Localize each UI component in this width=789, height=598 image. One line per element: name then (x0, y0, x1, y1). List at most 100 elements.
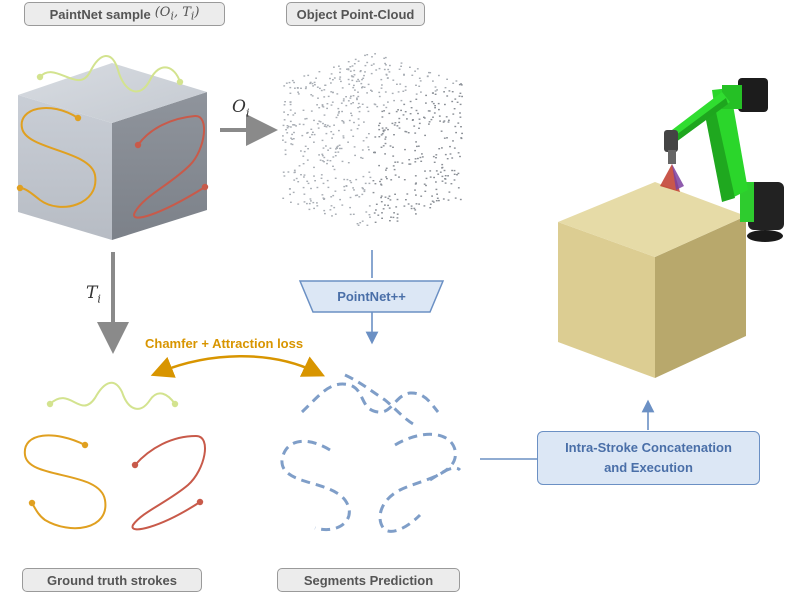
point (282, 124, 285, 127)
gray-cube (16, 55, 209, 240)
point (378, 164, 380, 167)
point (300, 174, 302, 176)
point (448, 191, 451, 193)
point (350, 114, 353, 117)
point (317, 97, 319, 99)
point (417, 145, 420, 147)
point (355, 80, 358, 83)
point (371, 56, 373, 58)
point (316, 202, 318, 204)
point (451, 157, 454, 159)
point (326, 124, 329, 127)
point (305, 86, 307, 88)
point (349, 97, 352, 99)
point (362, 140, 365, 142)
point (347, 68, 350, 70)
point (375, 203, 378, 205)
point (418, 77, 421, 79)
point (304, 145, 307, 147)
point (393, 212, 395, 214)
point (364, 54, 366, 57)
point (367, 110, 370, 113)
tuple-sub2: i (190, 9, 195, 23)
point (457, 152, 460, 154)
point (323, 89, 326, 91)
point (421, 153, 423, 155)
point (441, 167, 443, 169)
point (338, 129, 340, 132)
point (390, 179, 393, 181)
point (403, 103, 406, 106)
point (387, 101, 389, 103)
point (433, 161, 436, 163)
point (378, 67, 381, 70)
point (326, 159, 329, 162)
point (323, 198, 326, 200)
point (320, 89, 323, 92)
point (429, 170, 432, 172)
point (298, 165, 301, 167)
point (418, 127, 420, 129)
point (319, 121, 322, 123)
point (329, 160, 332, 162)
point (316, 205, 319, 207)
point (361, 193, 364, 196)
point (453, 169, 456, 172)
point (381, 84, 383, 86)
point (284, 101, 286, 103)
point (348, 83, 351, 85)
point (330, 91, 333, 93)
point (382, 145, 385, 147)
point (286, 132, 289, 134)
point (372, 63, 375, 65)
point (380, 178, 383, 181)
point (358, 196, 361, 198)
point (362, 175, 365, 178)
point (331, 215, 333, 217)
point (324, 124, 327, 126)
point (352, 187, 354, 189)
point (293, 81, 295, 84)
point (383, 110, 385, 112)
point (310, 110, 313, 112)
point (322, 106, 325, 108)
point (284, 141, 287, 143)
point (406, 193, 409, 195)
point (306, 180, 309, 182)
point (311, 95, 314, 97)
point (398, 176, 400, 178)
point (414, 189, 416, 191)
point (409, 163, 412, 165)
point (327, 186, 330, 189)
point (371, 90, 373, 92)
ground-truth-text: Ground truth strokes (46, 572, 177, 588)
robot-arm (660, 78, 784, 242)
point (459, 116, 462, 118)
point (378, 95, 381, 98)
point (349, 70, 352, 72)
point (339, 71, 341, 74)
point (382, 104, 385, 106)
point (396, 83, 398, 85)
point (400, 99, 403, 102)
point (453, 147, 456, 149)
point (458, 95, 461, 97)
point (438, 108, 440, 111)
point (343, 185, 346, 188)
point (323, 209, 326, 212)
point (381, 133, 384, 135)
point (454, 98, 457, 100)
point (457, 172, 460, 175)
point (315, 77, 317, 79)
point (368, 171, 371, 173)
point (433, 112, 436, 114)
point (303, 174, 306, 176)
point (384, 136, 387, 138)
point (288, 81, 291, 84)
point (326, 103, 329, 105)
point (310, 128, 313, 130)
point (382, 130, 385, 133)
point (406, 118, 408, 120)
point (337, 151, 340, 153)
point (432, 155, 435, 158)
